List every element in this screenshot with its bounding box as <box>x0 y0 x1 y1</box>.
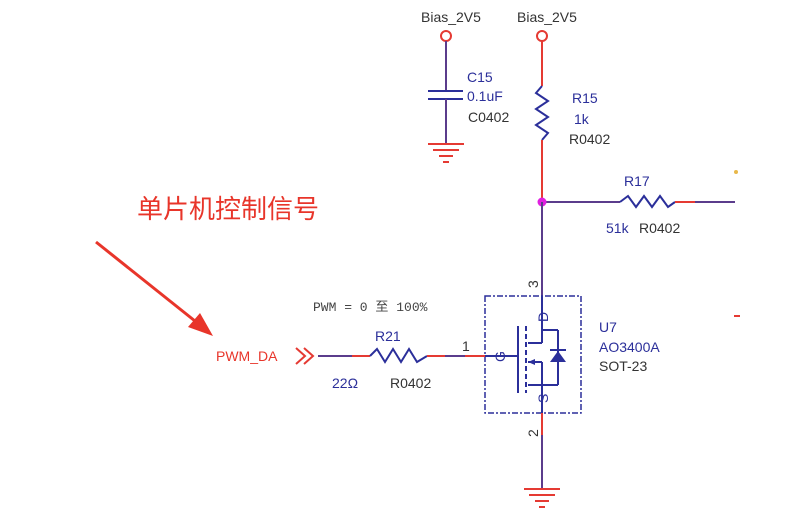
r21-footprint: R0402 <box>390 375 431 391</box>
u7-drain-label: D <box>535 312 551 322</box>
mcu-signal-annotation: 单片机控制信号 <box>137 195 319 225</box>
ground-c15-icon <box>428 143 464 163</box>
r21-value: 22Ω <box>332 375 358 391</box>
c15-footprint: C0402 <box>468 109 509 125</box>
resistor-r17-symbol <box>619 194 676 209</box>
input-port-icon <box>295 347 315 365</box>
power-port-right-icon <box>536 30 548 42</box>
power-net-label-right: Bias_2V5 <box>517 9 577 25</box>
u7-part: AO3400A <box>599 339 660 355</box>
r17-footprint: R0402 <box>639 220 680 236</box>
power-net-label-left: Bias_2V5 <box>421 9 481 25</box>
input-net-label: PWM_DA <box>216 348 278 364</box>
u7-drain-pin-number: 3 <box>525 280 541 288</box>
u7-ref: U7 <box>599 319 617 335</box>
c15-value: 0.1uF <box>467 88 503 104</box>
u7-package-outline <box>484 295 582 414</box>
r15-footprint: R0402 <box>569 131 610 147</box>
r17-value: 51k <box>606 220 630 236</box>
power-port-left-icon <box>440 30 452 42</box>
u7-source-pin-number: 2 <box>525 429 541 437</box>
u7-gate-pin-number: 1 <box>462 338 470 354</box>
capacitor-c15-symbol <box>428 90 463 100</box>
resistor-r21-symbol <box>369 347 428 364</box>
r15-value: 1k <box>574 111 590 127</box>
u7-package: SOT-23 <box>599 358 647 374</box>
offscreen-port-fragment <box>734 170 738 174</box>
r15-ref: R15 <box>572 90 598 106</box>
c15-ref: C15 <box>467 69 493 85</box>
mosfet-u7-symbol <box>517 296 566 413</box>
annotation-arrow-icon <box>95 240 213 336</box>
resistor-r15-symbol <box>534 85 550 141</box>
pwm-range-note: PWM = 0 至 100% <box>313 300 428 315</box>
r17-ref: R17 <box>624 173 650 189</box>
ground-source-icon <box>524 488 560 508</box>
r21-ref: R21 <box>375 328 401 344</box>
u7-source-label: S <box>535 394 551 403</box>
